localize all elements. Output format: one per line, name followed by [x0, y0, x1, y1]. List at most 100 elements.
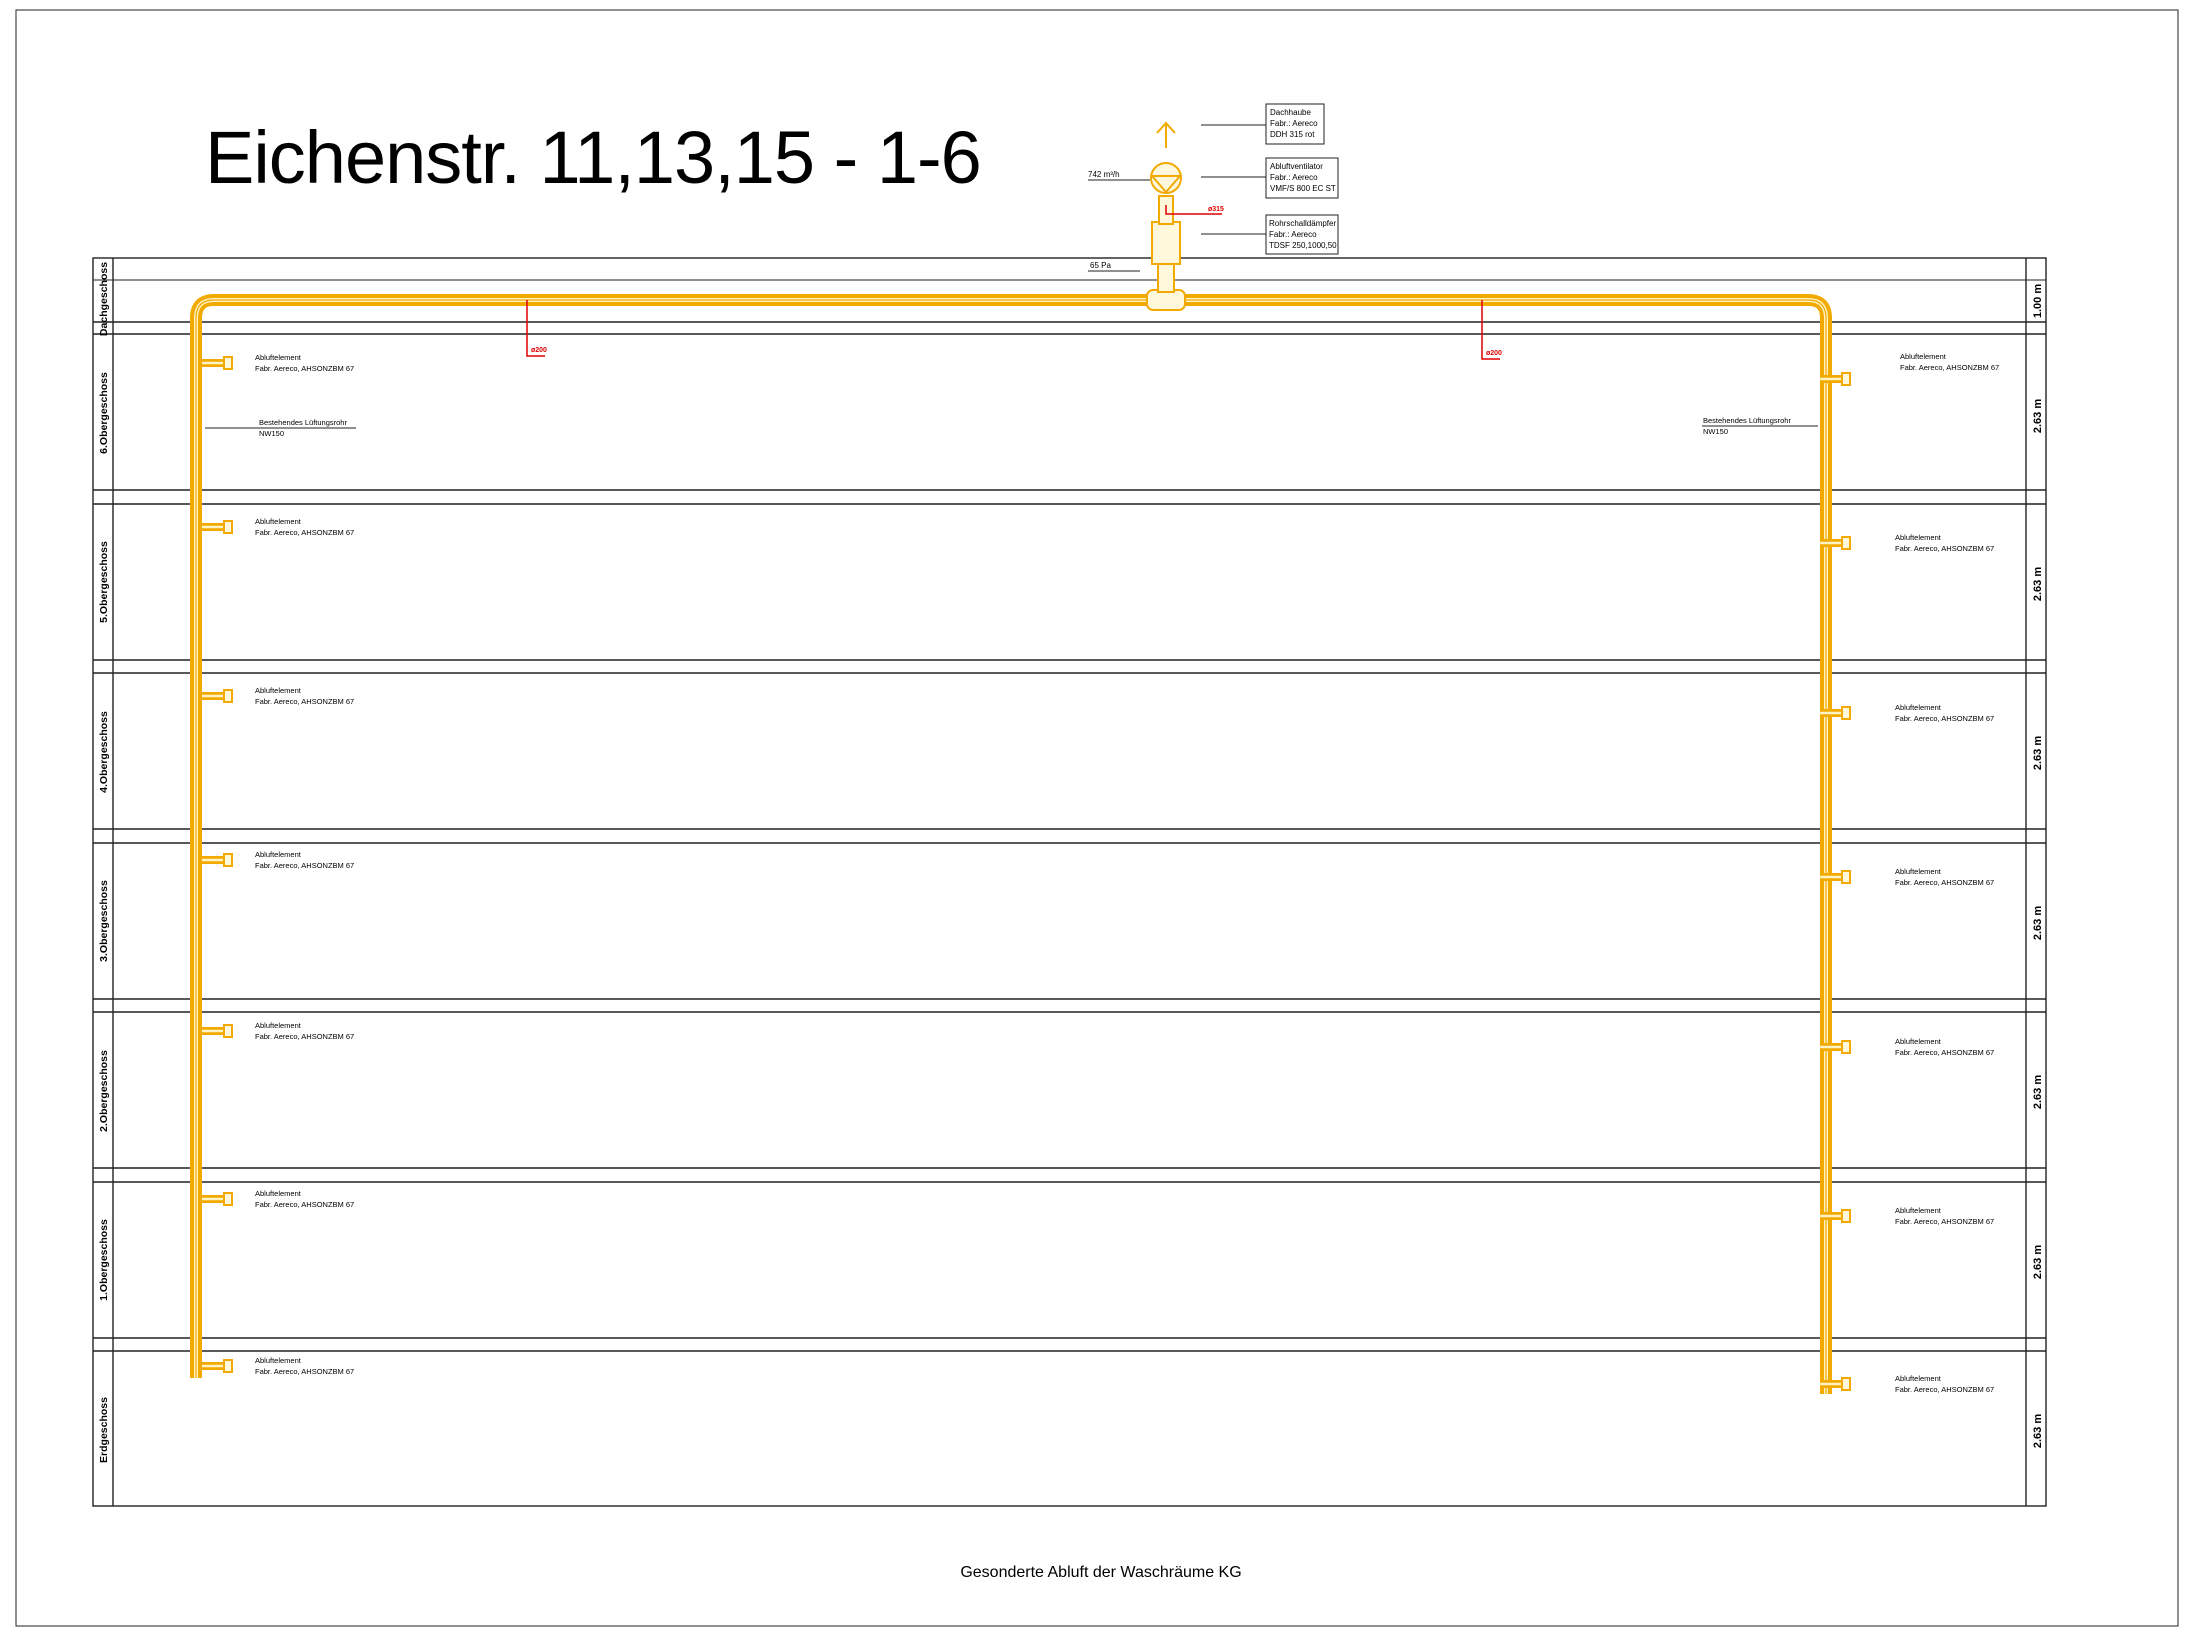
exhaust-element-label-line1: Abluftelement: [1900, 352, 1947, 361]
callout-box-hood: [1265, 103, 1325, 145]
exhaust-duct-outer: [190, 294, 1832, 1394]
page-title: Eichenstr. 11,13,15 - 1-6: [205, 116, 981, 199]
dim-200-left-marker: [526, 300, 545, 357]
callout-hood-line3: DDH 315 rot: [1270, 130, 1315, 139]
exhaust-element-label-line1: Abluftelement: [1895, 703, 1942, 712]
valve-icon: [1841, 536, 1851, 550]
exhaust-element-fitting: [1820, 372, 1851, 386]
valve-icon: [1841, 870, 1851, 884]
exhaust-element-fitting: [1820, 1377, 1851, 1391]
exhaust-element-label-line2: Fabr. Aereco, AHSONZBM 67: [1895, 1385, 1994, 1394]
callout-silencer-line1: Rohrschalldämpfer: [1269, 219, 1336, 228]
valve-icon: [223, 1359, 233, 1373]
sheet-border: [15, 9, 2179, 1627]
valve-icon: [1841, 1040, 1851, 1054]
exhaust-element-fitting: [202, 853, 233, 867]
floor-height-5og: 2.63 m: [2032, 567, 2044, 601]
valve-icon: [223, 1024, 233, 1038]
exhaust-element-label-line1: Abluftelement: [1895, 867, 1942, 876]
floor-height-1og: 2.63 m: [2032, 1245, 2044, 1279]
exhaust-element-fitting: [202, 689, 233, 703]
exhaust-element-label-line2: Fabr. Aereco, AHSONZBM 67: [255, 528, 354, 537]
valve-icon: [223, 689, 233, 703]
floor-label-eg: Erdgeschoss: [98, 1397, 110, 1463]
exhaust-element-fitting: [202, 1024, 233, 1038]
exhaust-element-fitting: [1820, 536, 1851, 550]
exhaust-element-label-line2: Fabr. Aereco, AHSONZBM 67: [1895, 878, 1994, 887]
callout-silencer-line3: TDSF 250,1000,50: [1269, 241, 1337, 250]
exhaust-element-label-line1: Abluftelement: [255, 353, 302, 362]
exhaust-element-label-line2: Fabr. Aereco, AHSONZBM 67: [255, 1367, 354, 1376]
component-callouts: Dachhaube Fabr.: Aereco DDH 315 rot Ablu…: [1088, 103, 1339, 272]
floor-height-dachgeschoss: 1.00 m: [2032, 284, 2044, 318]
callout-box-silencer: [1265, 214, 1339, 255]
exhaust-element-fitting: [202, 356, 233, 370]
existing-pipe-labels: Bestehendes Lüftungsrohr NW150 Bestehend…: [205, 416, 1818, 438]
exhaust-element-label-line2: Fabr. Aereco, AHSONZBM 67: [255, 697, 354, 706]
floor-label-6og: 6.Obergeschoss: [98, 372, 110, 454]
floor-label-4og: 4.Obergeschoss: [98, 711, 110, 793]
roof-riser: [1146, 121, 1186, 311]
valve-icon: [223, 853, 233, 867]
exhaust-element-label-line1: Abluftelement: [255, 517, 302, 526]
exhaust-element-fitting: [1820, 870, 1851, 884]
duct-dimensions: ø315 ø200 ø200: [526, 205, 1502, 360]
callout-box-fan: [1265, 157, 1339, 199]
exhaust-element-label-line1: Abluftelement: [1895, 1037, 1942, 1046]
exhaust-element-label-line1: Abluftelement: [255, 1356, 302, 1365]
up-arrow-icon: [1156, 121, 1176, 134]
exhaust-duct: [190, 294, 1832, 1394]
callout-fan-line3: VMF/S 800 EC ST: [1270, 184, 1336, 193]
exhaust-element-label-line1: Abluftelement: [1895, 533, 1942, 542]
exhaust-element-label-line2: Fabr. Aereco, AHSONZBM 67: [1900, 363, 1999, 372]
floor-height-4og: 2.63 m: [2032, 736, 2044, 770]
exhaust-duct-inner: [194, 298, 1828, 1394]
callout-hood-line1: Dachhaube: [1270, 108, 1311, 117]
floor-heights: 1.00 m 2.63 m 2.63 m 2.63 m 2.63 m 2.63 …: [2032, 284, 2044, 1448]
floor-labels: Dachgeschoss 6.Obergeschoss 5.Obergescho…: [98, 262, 110, 1463]
callout-fan-line2: Fabr.: Aereco: [1270, 173, 1318, 182]
exhaust-element-fitting: [202, 520, 233, 534]
floor-height-3og: 2.63 m: [2032, 906, 2044, 940]
exhaust-element-label-line2: Fabr. Aereco, AHSONZBM 67: [255, 1032, 354, 1041]
dim-200-left-label: ø200: [531, 347, 547, 354]
exhaust-duct-core: [195, 299, 1827, 1394]
floor-label-2og: 2.Obergeschoss: [98, 1050, 110, 1132]
floor-height-2og: 2.63 m: [2032, 1075, 2044, 1109]
exhaust-element-label-line2: Fabr. Aereco, AHSONZBM 67: [1895, 1217, 1994, 1226]
exhaust-element-fitting: [202, 1192, 233, 1206]
exhaust-element-label-line2: Fabr. Aereco, AHSONZBM 67: [1895, 544, 1994, 553]
exhaust-element-label-line1: Abluftelement: [255, 1189, 302, 1198]
exhaust-element-label-line1: Abluftelement: [255, 686, 302, 695]
exhaust-element-fitting: [1820, 706, 1851, 720]
fan-icon: [1150, 162, 1182, 194]
exhaust-element-label-line2: Fabr. Aereco, AHSONZBM 67: [1895, 1048, 1994, 1057]
callout-hood-line2: Fabr.: Aereco: [1270, 119, 1318, 128]
floor-label-dachgeschoss: Dachgeschoss: [98, 262, 110, 336]
callout-fan-line1: Abluftventilator: [1270, 162, 1323, 171]
dim-315-marker: [1165, 205, 1222, 215]
floor-slab-lines: [93, 279, 2046, 1352]
floor-label-1og: 1.Obergeschoss: [98, 1219, 110, 1301]
footer-caption: Gesonderte Abluft der Waschräume KG: [960, 1564, 1241, 1581]
valve-icon: [223, 520, 233, 534]
exhaust-element-label-line1: Abluftelement: [1895, 1206, 1942, 1215]
valve-icon: [1841, 1209, 1851, 1223]
building-frame: [92, 257, 2047, 1507]
exhaust-element-label-line1: Abluftelement: [1895, 1374, 1942, 1383]
existing-pipe-left-line2: NW150: [259, 429, 284, 438]
fan-blade: [1149, 175, 1183, 194]
pressure-label: 65 Pa: [1090, 261, 1111, 270]
floor-height-eg: 2.63 m: [2032, 1414, 2044, 1448]
valve-icon: [1841, 372, 1851, 386]
dim-200-right-label: ø200: [1486, 350, 1502, 357]
valve-icon: [1841, 1377, 1851, 1391]
exhaust-element-label-line2: Fabr. Aereco, AHSONZBM 67: [255, 364, 354, 373]
valve-icon: [223, 1192, 233, 1206]
exhaust-element-fitting: [1820, 1040, 1851, 1054]
valve-icon: [223, 356, 233, 370]
floor-label-3og: 3.Obergeschoss: [98, 880, 110, 962]
dim-315-label: ø315: [1208, 206, 1224, 213]
silencer-body: [1151, 221, 1181, 265]
